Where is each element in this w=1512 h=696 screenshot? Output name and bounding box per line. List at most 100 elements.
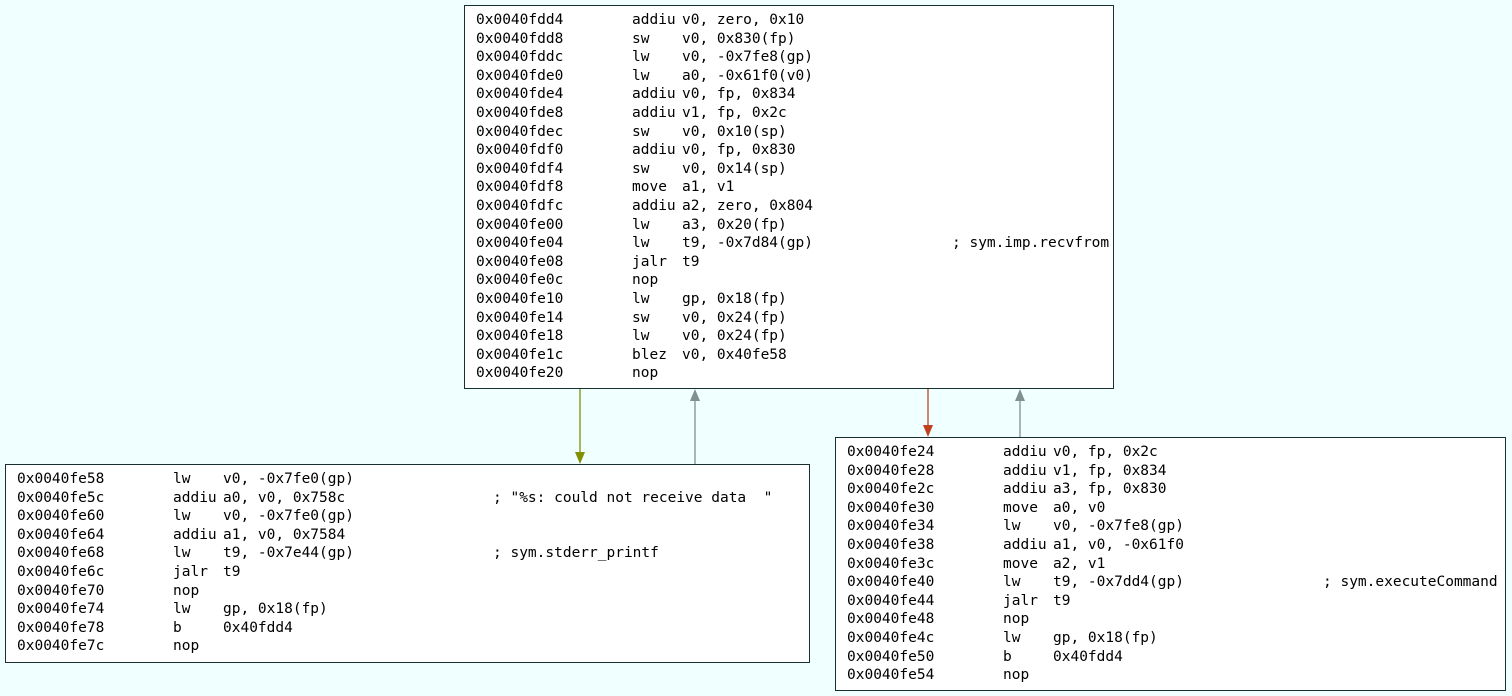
instruction-operands: a0, -0x61f0(v0) bbox=[682, 67, 813, 84]
instruction-mnemonic: lw bbox=[1003, 518, 1021, 535]
instruction-operands: a0, v0, 0x758c bbox=[223, 489, 346, 506]
instruction-line[interactable]: 0x0040fdd8 sw v0, 0x830(fp) bbox=[476, 30, 1113, 49]
instruction-address: 0x0040fe18 bbox=[476, 328, 564, 345]
instruction-mnemonic: lw bbox=[173, 545, 191, 562]
instruction-mnemonic: lw bbox=[173, 601, 191, 618]
instruction-operands: a1, v0, -0x61f0 bbox=[1053, 536, 1184, 553]
instruction-line[interactable]: 0x0040fe0c nop bbox=[476, 271, 1113, 290]
instruction-comment: ; sym.imp.recvfrom bbox=[952, 235, 1110, 252]
instruction-address: 0x0040fe5c bbox=[17, 489, 105, 506]
instruction-line[interactable]: 0x0040fe74 lw gp, 0x18(fp) bbox=[17, 600, 809, 619]
instruction-mnemonic: move bbox=[632, 179, 667, 196]
instruction-address: 0x0040fdf4 bbox=[476, 160, 564, 177]
instruction-operands: v0, -0x7fe8(gp) bbox=[682, 49, 813, 66]
instruction-address: 0x0040fe04 bbox=[476, 235, 564, 252]
instruction-mnemonic: move bbox=[1003, 555, 1038, 572]
instruction-mnemonic: sw bbox=[632, 30, 650, 47]
edge-back-from-block-0040fe58 bbox=[690, 389, 700, 464]
instruction-operands: a0, v0 bbox=[1053, 499, 1106, 516]
instruction-operands: v1, fp, 0x2c bbox=[682, 104, 787, 121]
instruction-address: 0x0040fe6c bbox=[17, 563, 105, 580]
instruction-comment: ; "%s: could not receive data " bbox=[493, 489, 773, 506]
instruction-address: 0x0040fe58 bbox=[17, 471, 105, 487]
instruction-address: 0x0040fdf0 bbox=[476, 142, 564, 159]
instruction-operands: v0, 0x24(fp) bbox=[682, 328, 787, 345]
instruction-mnemonic: jalr bbox=[632, 253, 667, 270]
instruction-mnemonic: lw bbox=[1003, 574, 1021, 591]
instruction-mnemonic: nop bbox=[632, 365, 659, 382]
instruction-operands: v0, fp, 0x830 bbox=[682, 142, 796, 159]
instruction-mnemonic: jalr bbox=[173, 563, 208, 580]
instruction-address: 0x0040fe74 bbox=[17, 601, 105, 618]
instruction-mnemonic: lw bbox=[632, 49, 650, 66]
instruction-address: 0x0040fe2c bbox=[847, 481, 935, 498]
instruction-address: 0x0040fe4c bbox=[847, 629, 935, 646]
instruction-mnemonic: sw bbox=[632, 309, 650, 326]
instruction-address: 0x0040fe0c bbox=[476, 272, 564, 289]
instruction-mnemonic: nop bbox=[173, 582, 200, 599]
instruction-address: 0x0040fe30 bbox=[847, 499, 935, 516]
instruction-operands: v0, 0x830(fp) bbox=[682, 30, 796, 47]
instruction-address: 0x0040fdec bbox=[476, 123, 564, 140]
instruction-mnemonic: nop bbox=[632, 272, 659, 289]
instruction-address: 0x0040fe44 bbox=[847, 592, 935, 609]
instruction-address: 0x0040fdf8 bbox=[476, 179, 564, 196]
instruction-address: 0x0040fdd8 bbox=[476, 30, 564, 47]
instruction-operands: v0, 0x10(sp) bbox=[682, 123, 787, 140]
instruction-operands: gp, 0x18(fp) bbox=[223, 601, 328, 618]
instruction-operands: v0, 0x40fe58 bbox=[682, 346, 787, 363]
instruction-operands: a2, zero, 0x804 bbox=[682, 197, 813, 214]
instruction-mnemonic: addiu bbox=[1003, 536, 1047, 553]
instruction-mnemonic: addiu bbox=[1003, 444, 1047, 460]
instruction-address: 0x0040fe70 bbox=[17, 582, 105, 599]
instruction-mnemonic: nop bbox=[173, 638, 200, 655]
instruction-line[interactable]: 0x0040fe70 nop bbox=[17, 582, 809, 601]
edge-back-from-block-0040fe24 bbox=[1015, 389, 1025, 437]
instruction-operands: t9, -0x7d84(gp) bbox=[682, 235, 813, 252]
instruction-operands: a1, v0, 0x7584 bbox=[223, 526, 346, 543]
